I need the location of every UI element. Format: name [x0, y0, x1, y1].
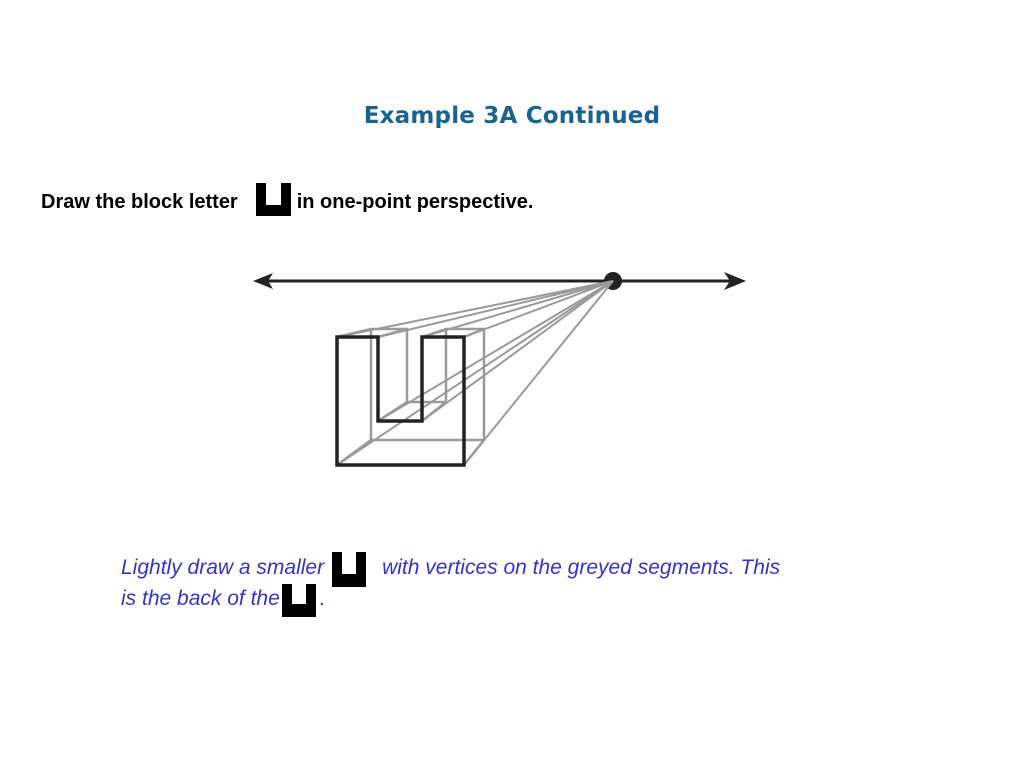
u-block-letter-icon — [332, 552, 367, 587]
note-line2-after: . — [319, 587, 326, 610]
note-line2-before: is the back of the — [121, 587, 280, 610]
u-block-letter-icon — [255, 183, 291, 216]
instruction-after: in one-point perspective. — [296, 191, 534, 213]
note-line-2: is the back of the . — [121, 583, 861, 617]
back-u-outline — [336, 327, 486, 467]
slide-title: Example 3A Continued — [363, 103, 661, 129]
instruction-note: Lightly draw a smaller with vertices on … — [121, 552, 861, 617]
instruction-text: Draw the block letter in one-point persp… — [41, 183, 534, 219]
front-u-outline — [335, 335, 466, 467]
note-line1-after: with vertices on the greyed segments. Th… — [382, 556, 781, 579]
horizon-line — [253, 272, 746, 290]
note-line1-before: Lightly draw a smaller — [121, 556, 325, 579]
u-block-letter-icon — [281, 584, 316, 617]
vanishing-guides — [336, 280, 614, 466]
instruction-before: Draw the block letter — [41, 191, 238, 213]
note-line-1: Lightly draw a smaller with vertices on … — [121, 552, 861, 587]
arrow-right-icon — [724, 272, 746, 290]
arrow-left-icon — [253, 273, 273, 289]
